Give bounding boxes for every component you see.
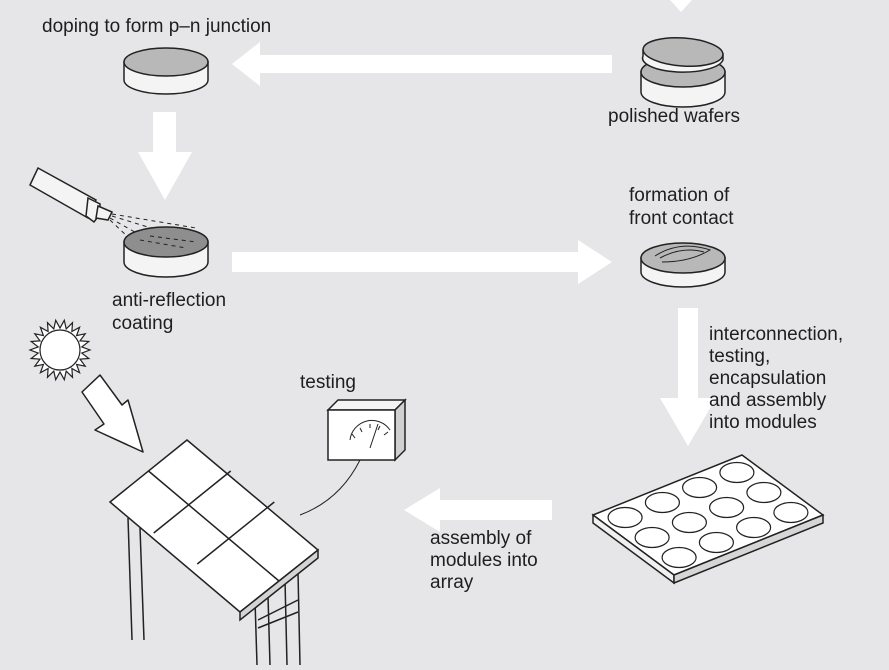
- label-anti-reflection-line: coating: [112, 313, 173, 334]
- wafer-icon: [640, 242, 726, 288]
- testing-meter-icon: [299, 398, 407, 516]
- label-interconnection-line: and assembly: [709, 390, 827, 411]
- module-cell: [735, 516, 772, 539]
- module-cell: [746, 481, 782, 504]
- label-interconnection-line: interconnection,: [709, 324, 843, 345]
- wafer-icon: [640, 37, 726, 108]
- arrow-coating-to-contact: [232, 240, 612, 284]
- label-interconnection: interconnection, testing, encapsulation …: [709, 324, 843, 433]
- wafer-icon: [123, 47, 209, 95]
- module-cell: [708, 496, 745, 519]
- solar-array-icon: [108, 439, 320, 666]
- flow-arrows: [81, 0, 716, 532]
- module-cell: [681, 476, 718, 499]
- module-panel-icon: [591, 454, 825, 585]
- label-front-contact-line: formation of: [629, 185, 730, 206]
- arrow-modules-to-array: [404, 488, 552, 532]
- label-anti-reflection: anti-reflection coating: [112, 290, 226, 334]
- module-cell: [644, 491, 681, 514]
- arrow-in-top: [670, 0, 692, 12]
- label-doping: doping to form p–n junction: [42, 16, 271, 37]
- wafer-icon: [123, 226, 209, 278]
- label-array-line: assembly of: [430, 528, 532, 549]
- label-interconnection-line: encapsulation: [709, 368, 826, 389]
- label-front-contact: formation of front contact: [629, 185, 734, 229]
- module-cell: [719, 461, 755, 484]
- module-cell: [698, 531, 735, 554]
- arrow-doping-to-coating: [138, 112, 192, 200]
- label-polished-wafers: polished wafers: [608, 106, 740, 127]
- module-cell: [661, 546, 697, 569]
- sun-icon: [28, 318, 92, 382]
- module-cell: [671, 511, 708, 534]
- arrow-polished-to-doping: [232, 42, 612, 86]
- module-cell: [773, 501, 809, 524]
- label-interconnection-line: into modules: [709, 412, 817, 433]
- label-array-line: array: [430, 572, 474, 593]
- arrow-contact-to-modules: [660, 308, 716, 446]
- arrow-sun-to-array: [81, 374, 144, 453]
- label-anti-reflection-line: anti-reflection: [112, 290, 226, 311]
- label-array: assembly of modules into array: [430, 528, 538, 593]
- module-cell: [634, 526, 670, 549]
- label-array-line: modules into: [430, 550, 538, 571]
- label-testing: testing: [300, 372, 356, 393]
- label-front-contact-line: front contact: [629, 208, 734, 229]
- label-interconnection-line: testing,: [709, 346, 770, 367]
- module-cell: [607, 506, 643, 529]
